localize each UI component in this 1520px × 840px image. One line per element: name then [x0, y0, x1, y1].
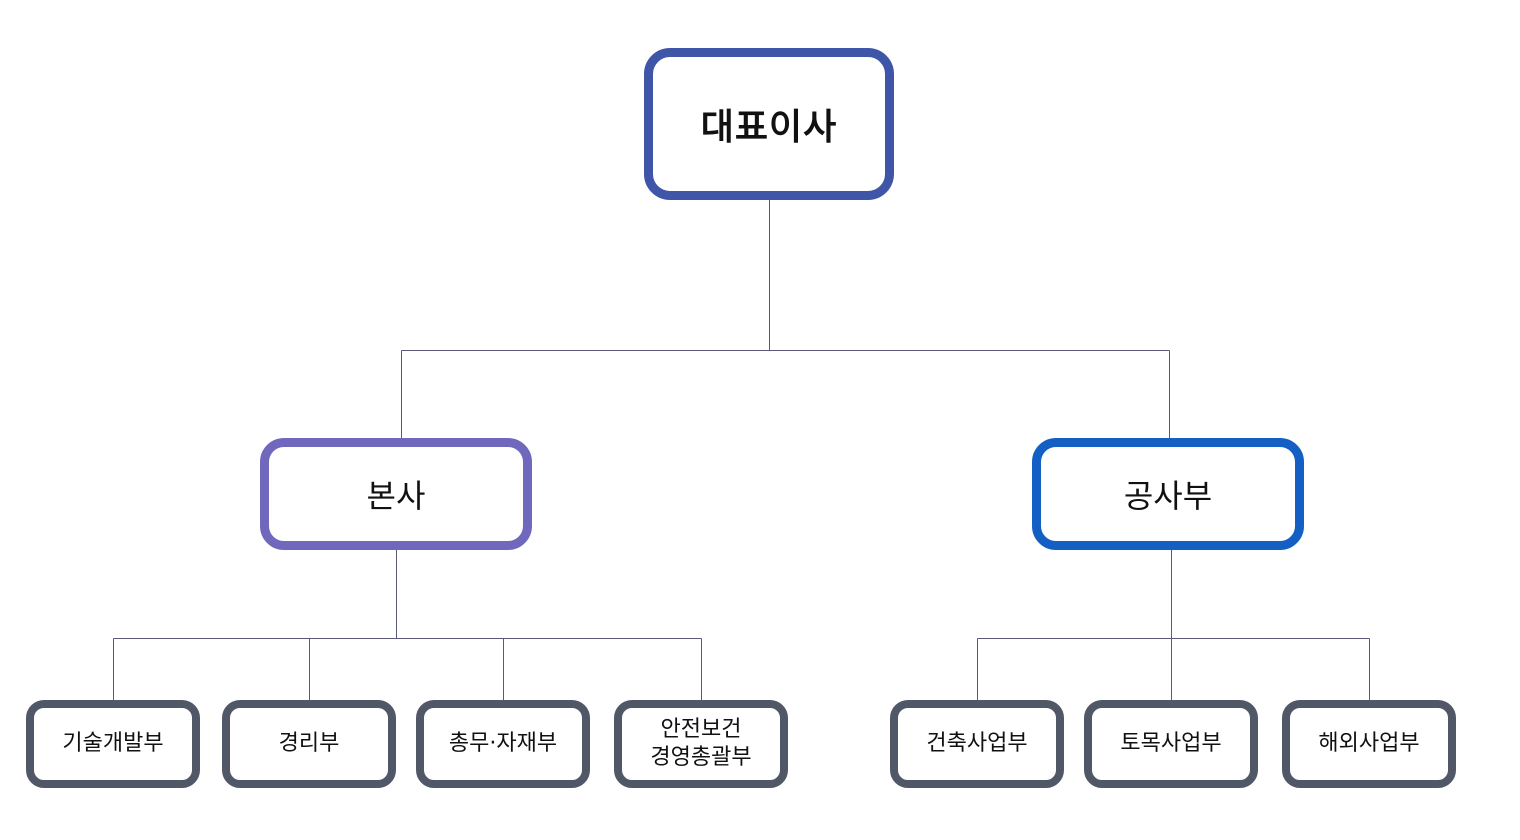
ceo-label: 대표이사 [700, 107, 838, 148]
dept-box-accounting: 경리부 [222, 700, 396, 788]
dept-label: 경리부 [278, 731, 340, 756]
dept-box-civil-engineering: 토목사업부 [1084, 700, 1258, 788]
dept-label: 총무·자재부 [448, 731, 558, 756]
dept-label: 건축사업부 [926, 731, 1028, 756]
branch-box-construction: 공사부 [1032, 438, 1304, 550]
dept-label: 기술개발부 [62, 731, 164, 756]
dept-box-architecture: 건축사업부 [890, 700, 1064, 788]
dept-box-safety-health: 안전보건 경영총괄부 [614, 700, 788, 788]
branch-box-headquarters: 본사 [260, 438, 532, 550]
ceo-box: 대표이사 [644, 48, 894, 200]
dept-label: 토목사업부 [1120, 731, 1222, 756]
branch-label-headquarters: 본사 [366, 477, 426, 515]
branch-label-construction: 공사부 [1123, 477, 1213, 515]
dept-box-general-affairs: 총무·자재부 [416, 700, 590, 788]
dept-box-overseas: 해외사업부 [1282, 700, 1456, 788]
dept-label: 해외사업부 [1318, 731, 1420, 756]
dept-box-tech-development: 기술개발부 [26, 700, 200, 788]
dept-label: 안전보건 경영총괄부 [650, 717, 752, 770]
